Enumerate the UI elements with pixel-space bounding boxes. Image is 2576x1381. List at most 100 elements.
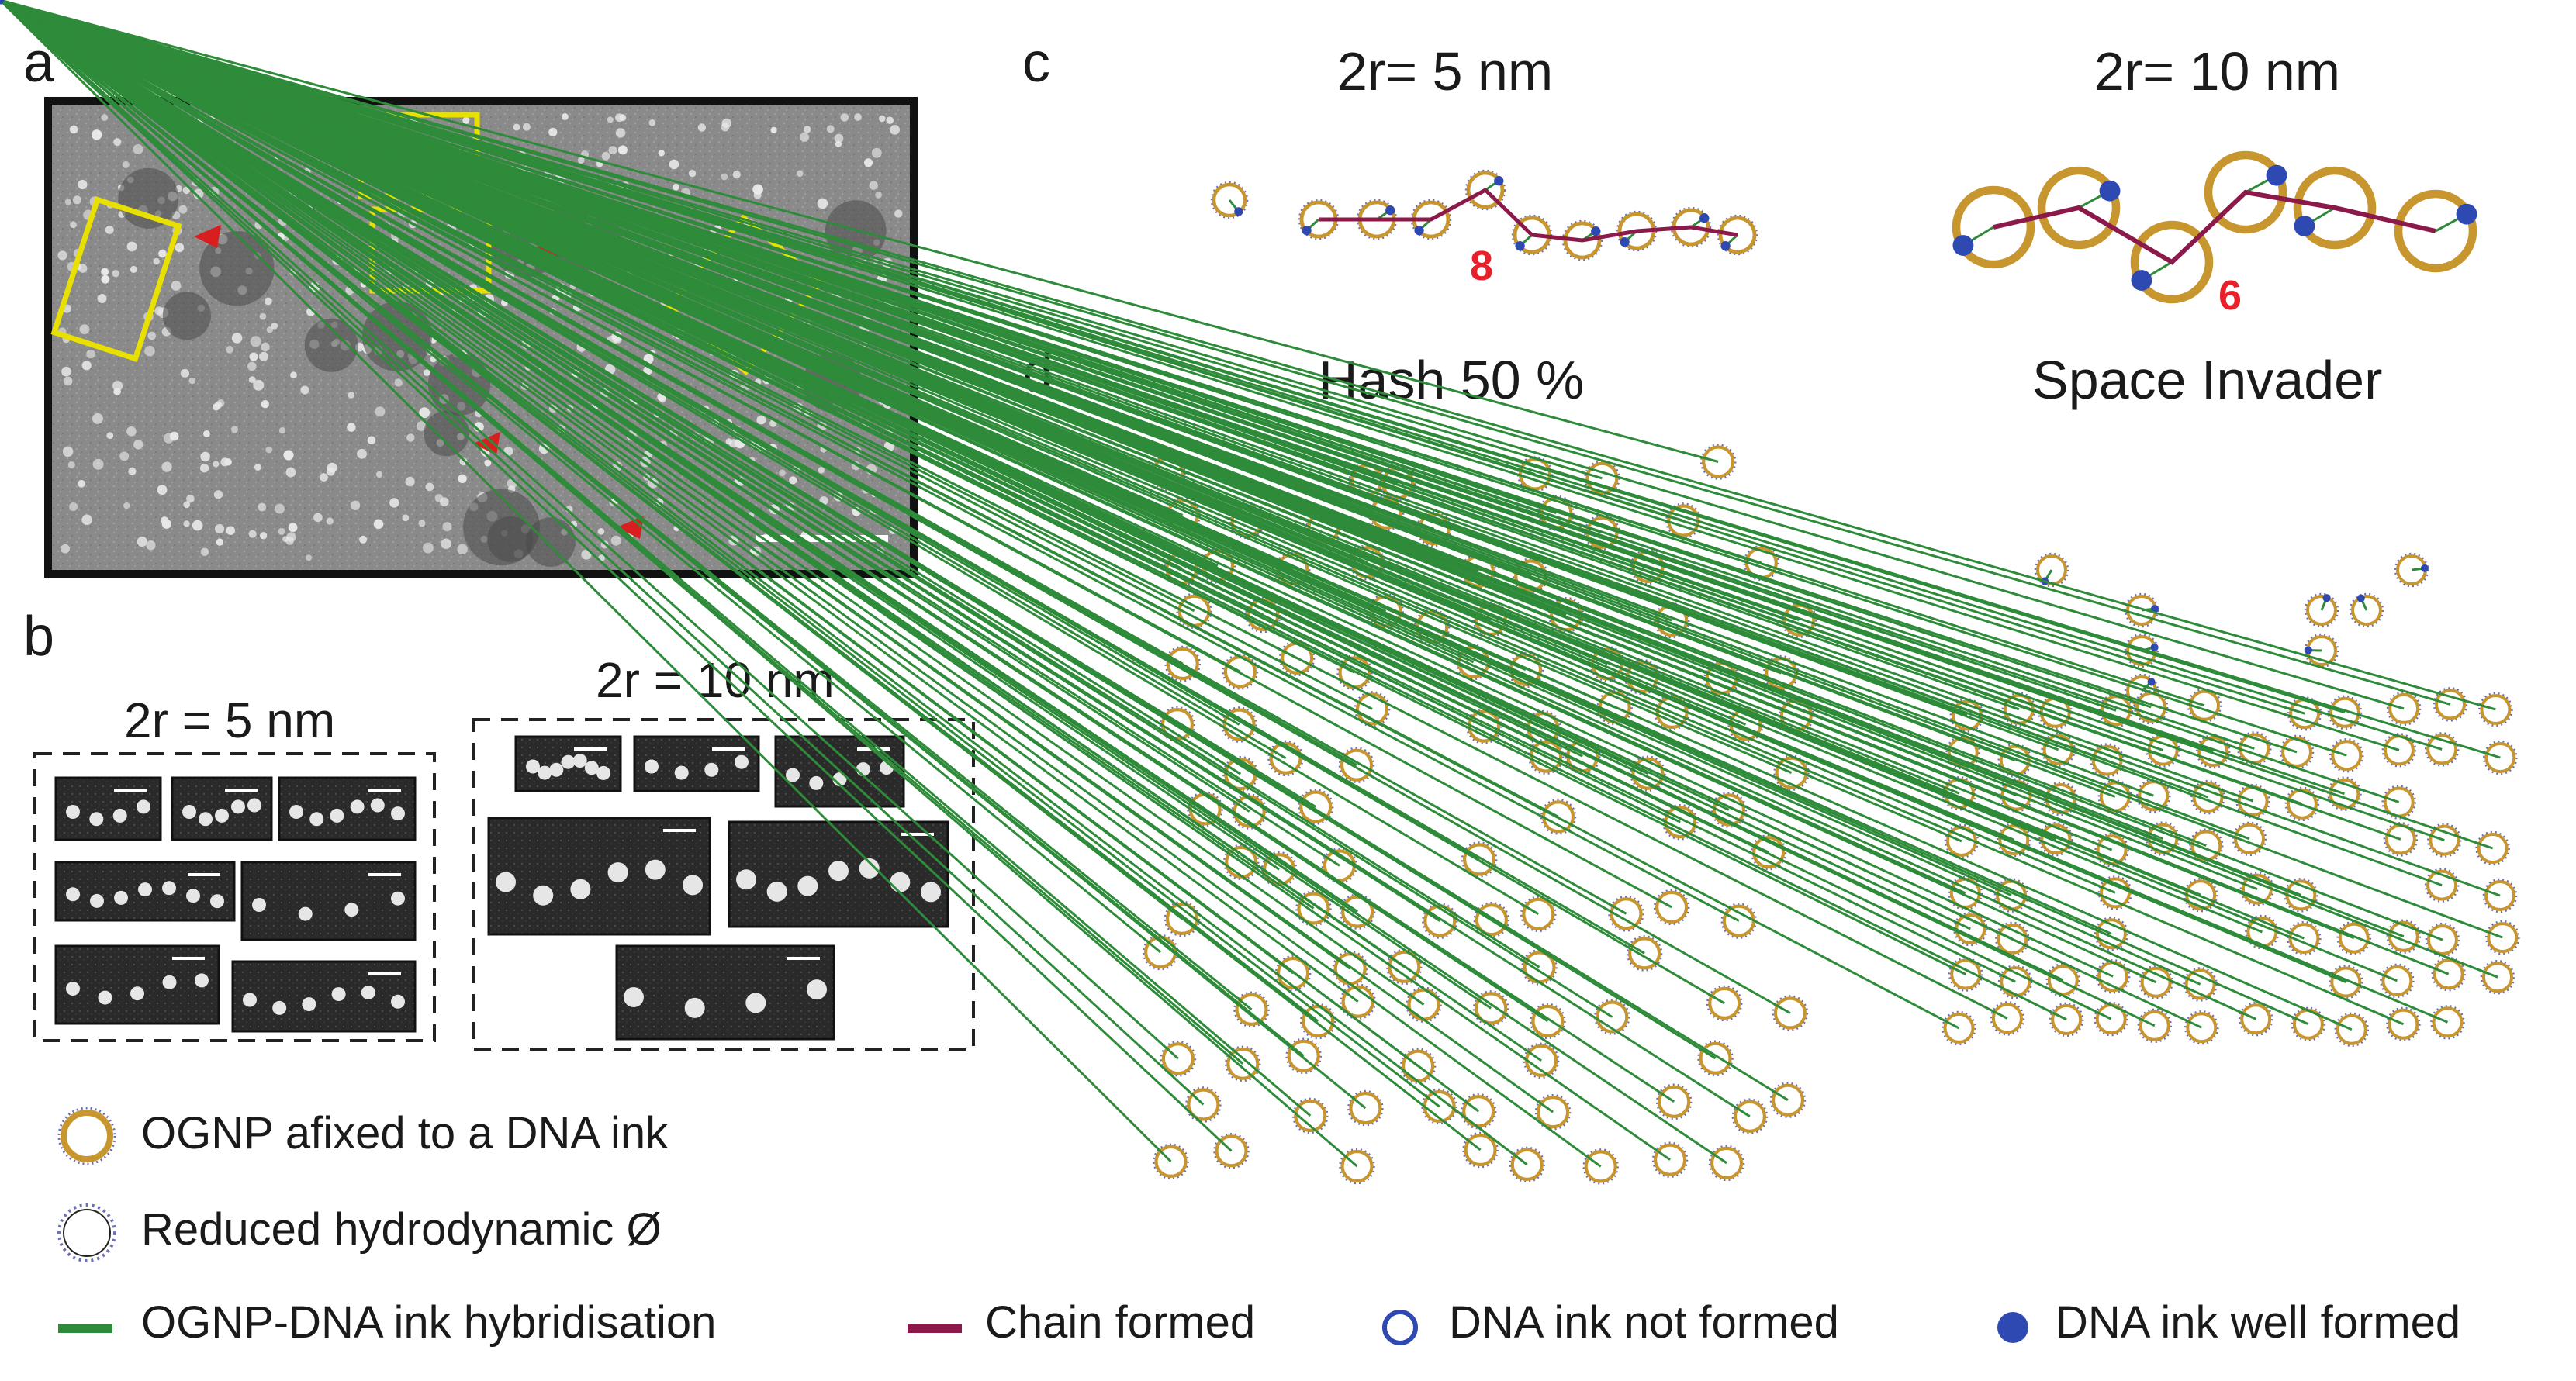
nanoparticle <box>61 544 70 554</box>
ognp-particle <box>0 0 2468 722</box>
nanoparticle <box>879 115 886 123</box>
tem-inset <box>633 735 760 792</box>
nanoparticle <box>92 413 103 424</box>
nanoparticle <box>258 502 267 512</box>
nanoparticle <box>597 528 605 535</box>
panel-b-left-title: 2r = 5 nm <box>124 692 336 748</box>
nanoparticle <box>69 502 78 511</box>
nanoparticle <box>389 498 399 508</box>
ognp-particle <box>0 0 2128 1037</box>
nanoparticle <box>259 312 267 320</box>
nanoparticle <box>608 146 617 155</box>
particle <box>98 990 112 1005</box>
nanoparticle <box>817 198 828 209</box>
nanoparticle <box>800 132 810 142</box>
nanoparticle <box>673 183 679 191</box>
legend-reduced-label: Reduced hydrodynamic Ø <box>141 1204 662 1255</box>
nanoparticle <box>81 514 92 526</box>
nanoparticle <box>78 179 88 190</box>
nanoparticle <box>864 158 873 167</box>
ognp-particle <box>2394 552 2429 588</box>
chain-particle <box>1210 181 1249 219</box>
nanoparticle <box>367 436 376 445</box>
tem-inset <box>54 776 162 841</box>
ognp-particle <box>0 0 1619 1185</box>
ognp-particle <box>0 0 2084 1037</box>
ognp-particle <box>0 0 2518 775</box>
particle <box>330 808 344 823</box>
nanoparticle <box>81 361 92 371</box>
nanoparticle <box>161 516 169 524</box>
nanoparticle <box>871 147 882 158</box>
particle <box>361 986 375 999</box>
ognp-particle <box>0 0 2513 727</box>
nanoparticle <box>577 157 585 164</box>
legend-not-formed-label: DNA ink not formed <box>1449 1297 1839 1348</box>
particle <box>809 775 824 790</box>
ognp-particle <box>0 0 1737 480</box>
particle <box>538 765 552 780</box>
nanoparticle <box>203 430 210 437</box>
nanoparticle <box>226 526 236 535</box>
nanoparticle <box>617 145 628 155</box>
particle <box>331 987 346 1002</box>
nanoparticle <box>375 471 383 478</box>
nanoparticle <box>113 138 122 147</box>
nanoparticle <box>79 324 90 335</box>
particle <box>302 997 316 1012</box>
nanoparticle <box>728 439 738 447</box>
particle <box>89 812 104 827</box>
nanoparticle <box>226 345 233 354</box>
ognp-particle <box>0 0 2219 1045</box>
particle <box>645 759 659 774</box>
particle <box>66 982 80 996</box>
ognp-particle <box>0 0 1250 1169</box>
ognp-particle <box>0 0 2460 958</box>
dark-blob <box>162 292 211 340</box>
legend-chain-label: Chain formed <box>985 1297 1256 1348</box>
nanoparticle <box>266 326 273 333</box>
nanoparticle <box>890 125 900 135</box>
particle <box>114 890 128 905</box>
nanoparticle <box>123 502 130 509</box>
nanoparticle <box>188 377 196 385</box>
legend-hybridisation-label: OGNP-DNA ink hybridisation <box>141 1297 717 1348</box>
tem-inset <box>487 817 711 936</box>
particle <box>344 903 359 917</box>
nanoparticle <box>394 378 403 387</box>
particle <box>66 887 80 902</box>
legend-symbols <box>57 1107 2028 1345</box>
particle <box>210 894 224 909</box>
nanoparticle <box>458 474 467 483</box>
ognp-particle <box>0 0 1693 1120</box>
nanoparticle <box>249 352 258 361</box>
nanoparticle <box>459 457 468 466</box>
nanoparticle <box>300 385 309 395</box>
ognp-particle <box>0 0 2422 727</box>
particle <box>828 861 849 882</box>
ognp-particle <box>0 0 2326 1042</box>
legend-chain-swatch <box>908 1324 962 1333</box>
nanoparticle <box>441 538 451 549</box>
particle <box>137 799 150 814</box>
nanoparticle <box>283 450 294 461</box>
particle <box>186 889 200 903</box>
ognp-particle <box>0 0 1560 1079</box>
nanoparticle <box>357 448 367 459</box>
nanoparticle <box>67 461 75 469</box>
ognp-particle <box>0 0 1807 1118</box>
panel-c-chains <box>1210 150 2477 304</box>
nanoparticle <box>112 381 123 392</box>
nanoparticle <box>803 126 811 133</box>
nanoparticle <box>756 415 766 425</box>
nanoparticle <box>265 446 273 454</box>
ognp-particle <box>0 0 1689 1178</box>
ognp-particle <box>0 0 1197 1077</box>
particle <box>797 875 818 896</box>
particle <box>674 765 689 780</box>
nanoparticle <box>101 274 110 284</box>
nanoparticle <box>522 123 531 131</box>
particle <box>370 798 385 813</box>
nanoparticle <box>313 513 323 523</box>
